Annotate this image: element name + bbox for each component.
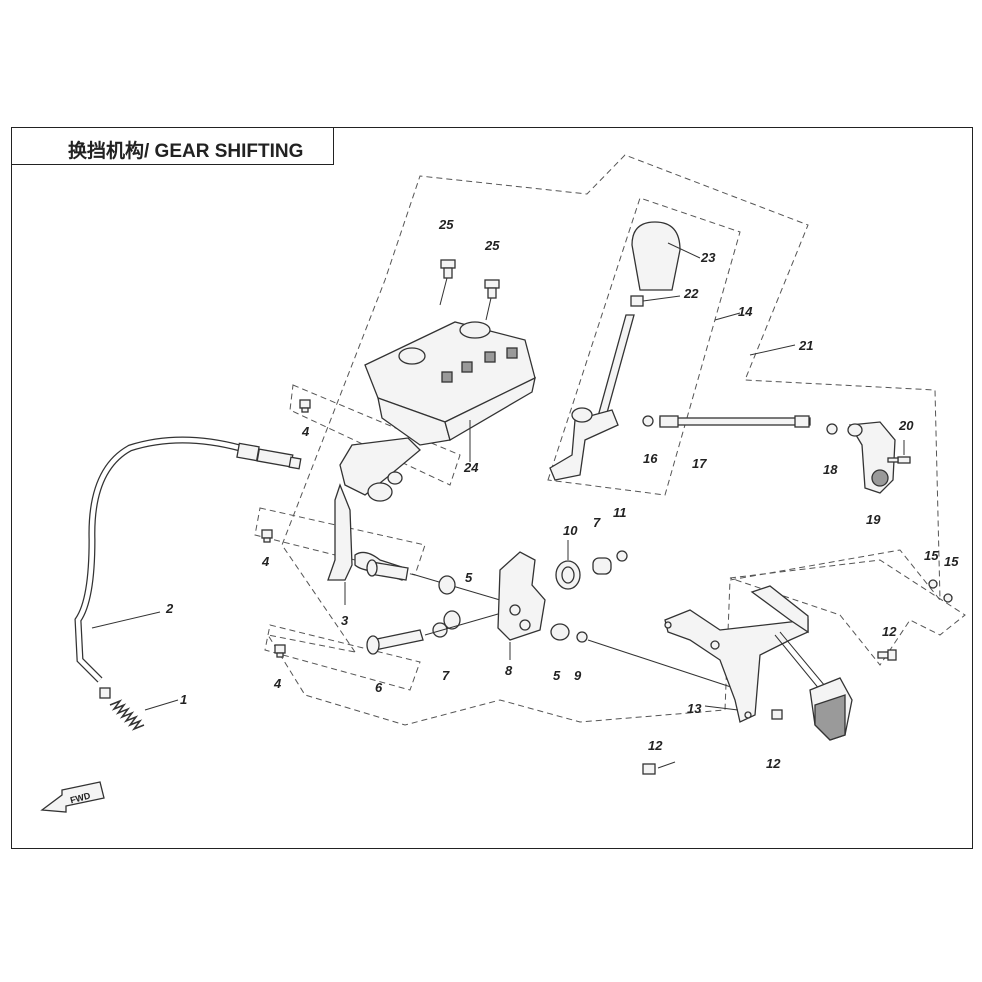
bracket-3 — [327, 437, 421, 581]
bolt-4-bot — [274, 644, 286, 658]
callout-25-right: 25 — [484, 238, 500, 253]
callout-8: 8 — [505, 663, 513, 678]
callout-15-left: 15 — [924, 548, 939, 563]
torsion-spring-10 — [555, 560, 581, 590]
callout-13: 13 — [687, 701, 702, 716]
bolt-20 — [887, 456, 911, 464]
spring-1 — [99, 687, 145, 731]
callout-7-bot: 7 — [442, 668, 450, 683]
shift-lever — [549, 314, 635, 481]
callout-21: 21 — [798, 338, 813, 353]
washer-11 — [616, 550, 628, 562]
bushing-7-left — [443, 610, 461, 630]
shaft-assembly — [366, 559, 409, 581]
callout-5-bot: 5 — [553, 668, 561, 683]
callout-15-right: 15 — [944, 554, 959, 569]
washer-16 — [642, 415, 654, 427]
bracket-13 — [664, 585, 809, 723]
pin-6 — [366, 629, 424, 655]
callout-1: 1 — [180, 692, 187, 707]
callout-12-mid: 12 — [766, 756, 781, 771]
washer-9 — [576, 631, 588, 643]
washer-18 — [826, 423, 838, 435]
bolt-25-right — [484, 279, 500, 299]
nut-15-left — [928, 579, 938, 589]
callout-18: 18 — [823, 462, 838, 477]
title-box: 换挡机构/ GEAR SHIFTING — [11, 127, 334, 165]
callout-9: 9 — [574, 668, 582, 683]
page-title: 换挡机构/ GEAR SHIFTING — [68, 141, 304, 162]
bolt-12-right — [877, 649, 897, 661]
diagram-frame — [11, 127, 973, 849]
bushing-7-top — [592, 557, 612, 575]
callout-16: 16 — [643, 451, 658, 466]
bolt-25-left — [440, 259, 456, 279]
bolt-12-left — [642, 763, 656, 775]
callout-14: 14 — [738, 304, 753, 319]
nut-15-right — [943, 593, 953, 603]
callout-20: 20 — [898, 418, 914, 433]
callouts: 1 2 3 4 4 4 5 5 6 7 7 8 9 10 11 12 12 12… — [165, 217, 959, 771]
callout-22: 22 — [683, 286, 699, 301]
callout-2: 2 — [165, 601, 174, 616]
callout-7-top: 7 — [593, 515, 601, 530]
shift-arm-19 — [847, 421, 896, 494]
callout-12-left: 12 — [648, 738, 663, 753]
shift-knob — [631, 221, 701, 291]
callout-3: 3 — [341, 613, 349, 628]
callout-4-bot: 4 — [273, 676, 282, 691]
shift-cable — [74, 436, 302, 683]
callout-4-mid: 4 — [261, 554, 270, 569]
selector-plate-8 — [497, 551, 546, 641]
bolt-12-mid — [771, 709, 783, 720]
shifter-housing — [364, 321, 536, 446]
bushing-5-bot — [550, 623, 570, 641]
fwd-arrow-icon: FWD — [40, 781, 105, 813]
callout-10: 10 — [563, 523, 578, 538]
callout-19: 19 — [866, 512, 881, 527]
shift-rod — [659, 415, 811, 428]
bolt-4-top — [299, 399, 311, 413]
callout-23: 23 — [700, 250, 716, 265]
callout-12-right: 12 — [882, 624, 897, 639]
callout-6: 6 — [375, 680, 383, 695]
callout-11: 11 — [613, 505, 627, 520]
bolt-4-mid — [261, 529, 273, 543]
callout-25-left: 25 — [438, 217, 454, 232]
callout-17: 17 — [692, 456, 707, 471]
lever-block — [774, 631, 853, 741]
callout-4-top: 4 — [301, 424, 310, 439]
bushing-5-top — [438, 575, 456, 595]
callout-5-top: 5 — [465, 570, 473, 585]
callout-24: 24 — [463, 460, 479, 475]
nut-22 — [630, 295, 644, 307]
